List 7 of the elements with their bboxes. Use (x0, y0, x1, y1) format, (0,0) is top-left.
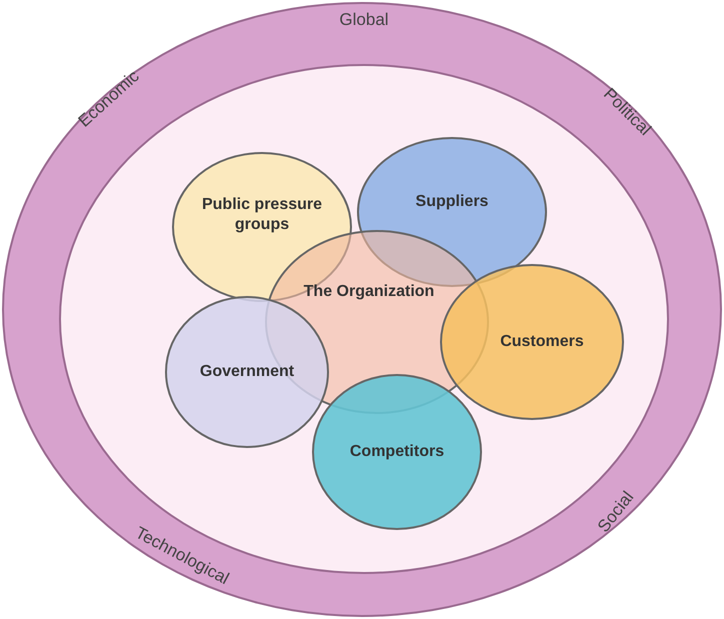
circle-label: Customers (500, 332, 584, 352)
ring-label: Global (339, 10, 389, 30)
circle-label: Suppliers (416, 192, 488, 212)
circle-label: Competitors (350, 442, 444, 462)
circle-label: The Organization (304, 282, 434, 302)
circle-label: Public pressure groups (200, 195, 324, 235)
circle-label: Government (200, 362, 294, 382)
